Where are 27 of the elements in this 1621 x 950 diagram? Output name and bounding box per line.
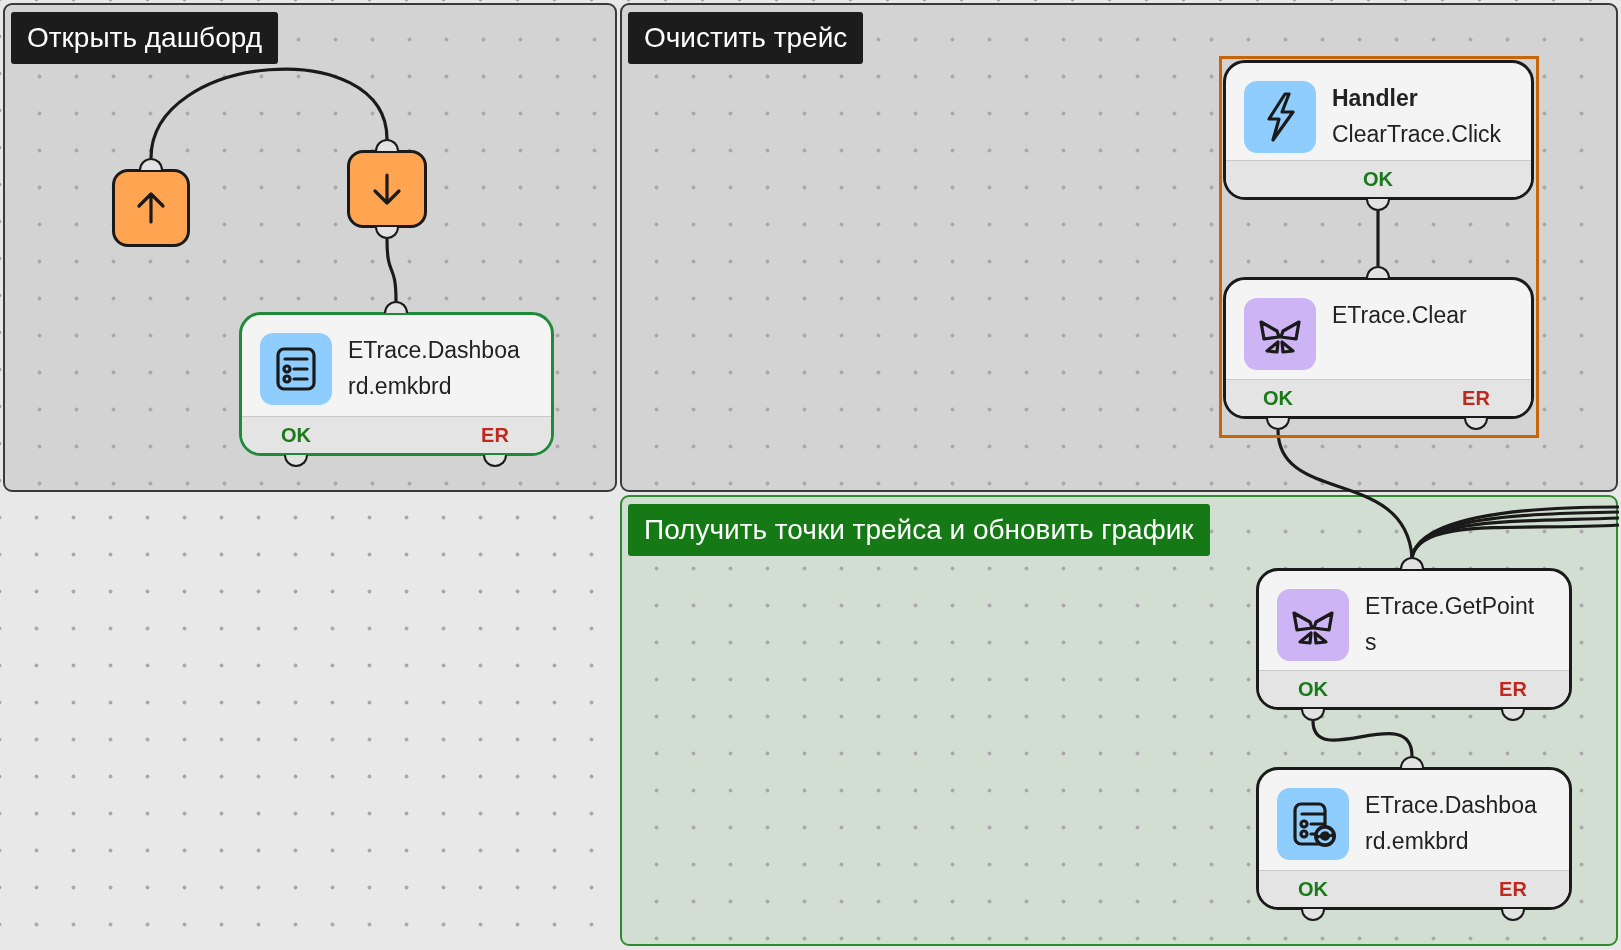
group-title: Открыть дашборд	[11, 12, 278, 64]
port-label: ER	[481, 423, 509, 447]
node-title: ETrace.Clear	[1332, 301, 1467, 330]
node-title: ETrace.Dashboard.emkbrd	[1365, 791, 1538, 856]
selection-frame	[1219, 56, 1539, 438]
connector-line	[1376, 211, 1380, 266]
connector-line	[1410, 523, 1620, 558]
port-label: OK	[1298, 877, 1328, 901]
connector-line	[385, 238, 398, 302]
group-panel	[3, 3, 617, 492]
port-label: ER	[1462, 386, 1490, 410]
port-label: OK	[1298, 677, 1328, 701]
port-label: OK	[1363, 167, 1393, 191]
connector-line	[1276, 429, 1414, 558]
port-label: ER	[1499, 877, 1527, 901]
group-title: Очистить трейс	[628, 12, 864, 64]
group-panel	[620, 3, 1618, 492]
connector-line	[149, 68, 389, 159]
port-label: OK	[281, 423, 311, 447]
group-title: Получить точки трейса и обновить график	[628, 504, 1210, 556]
node-title: Handler	[1332, 84, 1418, 113]
group-panel	[620, 495, 1618, 946]
port-label: OK	[1263, 386, 1293, 410]
node-subtitle: ClearTrace.Click	[1332, 120, 1502, 149]
node-title: ETrace.Dashboard.emkbrd	[348, 336, 521, 401]
node-title: ETrace.GetPoints	[1365, 592, 1536, 657]
port-label: ER	[1499, 677, 1527, 701]
